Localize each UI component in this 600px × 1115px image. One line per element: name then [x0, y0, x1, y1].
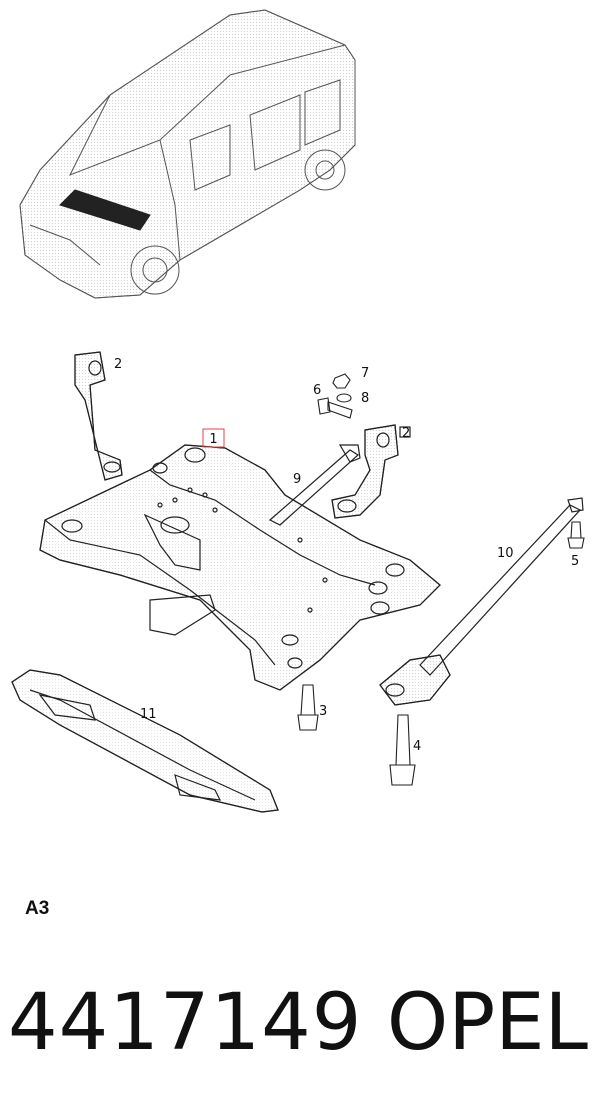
bolt-5	[567, 521, 585, 549]
callout-2-right[interactable]: 2	[402, 426, 410, 441]
bolt-6-nut-7-washer-8	[317, 373, 353, 419]
strut-9	[268, 444, 361, 526]
brand-name: OPEL	[386, 978, 588, 1068]
callout-7[interactable]: 7	[361, 366, 369, 381]
callout-9[interactable]: 9	[293, 472, 301, 487]
callout-5[interactable]: 5	[571, 554, 579, 569]
bolt-3	[297, 684, 319, 731]
callout-1[interactable]: 1	[202, 428, 225, 448]
exploded-parts-diagram: 1 2 2 3 4 5 6 7 8 9 10 11	[11, 9, 585, 813]
strut-10	[379, 497, 584, 706]
callout-11[interactable]: 11	[140, 707, 157, 722]
underbody-cover-11	[11, 669, 279, 813]
callout-4[interactable]: 4	[413, 739, 421, 754]
part-number: 4417149	[8, 978, 363, 1068]
callout-3[interactable]: 3	[319, 704, 327, 719]
callout-2-left[interactable]: 2	[114, 357, 122, 372]
callout-6[interactable]: 6	[313, 383, 321, 398]
engine-mount-2-left	[74, 351, 123, 481]
callout-10[interactable]: 10	[497, 546, 514, 561]
svg-text:1: 1	[209, 432, 217, 447]
van-illustration	[19, 9, 356, 299]
section-label: A3	[25, 898, 50, 919]
bolt-4	[389, 714, 416, 786]
subframe-crossmember	[39, 444, 441, 691]
callout-8[interactable]: 8	[361, 391, 369, 406]
engine-mount-2-right	[331, 424, 411, 519]
